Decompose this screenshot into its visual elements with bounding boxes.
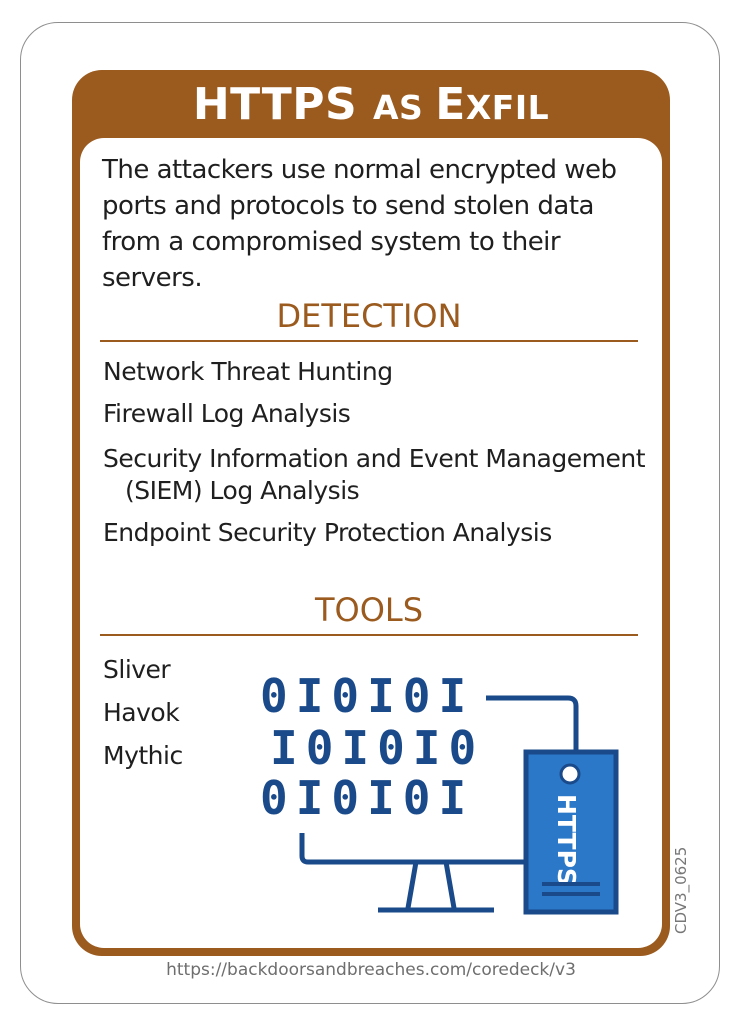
server-light-icon	[559, 763, 581, 785]
detection-item-4: Endpoint Security Protection Analysis	[103, 518, 552, 547]
tool-item-3: Mythic	[103, 741, 183, 770]
detection-item-2: Firewall Log Analysis	[103, 399, 351, 428]
detection-heading: DETECTION	[276, 297, 462, 335]
title-big-e: E	[435, 79, 466, 130]
tools-heading: TOOLS	[314, 591, 424, 629]
binary-monitor-server-icon: 0I0I0I I0I0I0 0I0I0I HTTPS	[260, 669, 619, 915]
detection-rule	[100, 340, 638, 342]
binary-text: 0I0I0I I0I0I0 0I0I0I	[260, 669, 484, 825]
title-small-a: AS	[372, 88, 436, 127]
detection-item-3: Security Information and Event Managemen…	[103, 443, 646, 507]
tools-rule	[100, 634, 638, 636]
monitor-stand	[405, 861, 457, 909]
detection-item-3-line2: (SIEM) Log Analysis	[125, 476, 360, 505]
connector-line-top	[486, 695, 579, 754]
title-main: HTTPS	[192, 79, 373, 130]
tool-item-2: Havok	[103, 698, 180, 727]
card-code: CDV3_0625	[672, 834, 692, 934]
detection-item-3-line1: Security Information and Event Managemen…	[103, 444, 646, 473]
binary-row-3: 0I0I0I	[260, 771, 474, 825]
tool-item-1: Sliver	[103, 655, 171, 684]
title-small-xfil: XFIL	[465, 88, 550, 127]
card-title: HTTPS AS EXFIL	[72, 74, 670, 136]
detection-item-1: Network Threat Hunting	[103, 357, 393, 386]
card-code-text: CDV3_0625	[672, 846, 690, 934]
card-description: The attackers use normal encrypted web p…	[102, 155, 617, 293]
server-label: HTTPS	[552, 794, 581, 886]
binary-row-2: I0I0I0	[270, 721, 484, 775]
binary-row-1: 0I0I0I	[260, 669, 474, 723]
card-url: https://backdoorsandbreaches.com/coredec…	[166, 960, 576, 980]
monitor-outline	[299, 833, 524, 865]
